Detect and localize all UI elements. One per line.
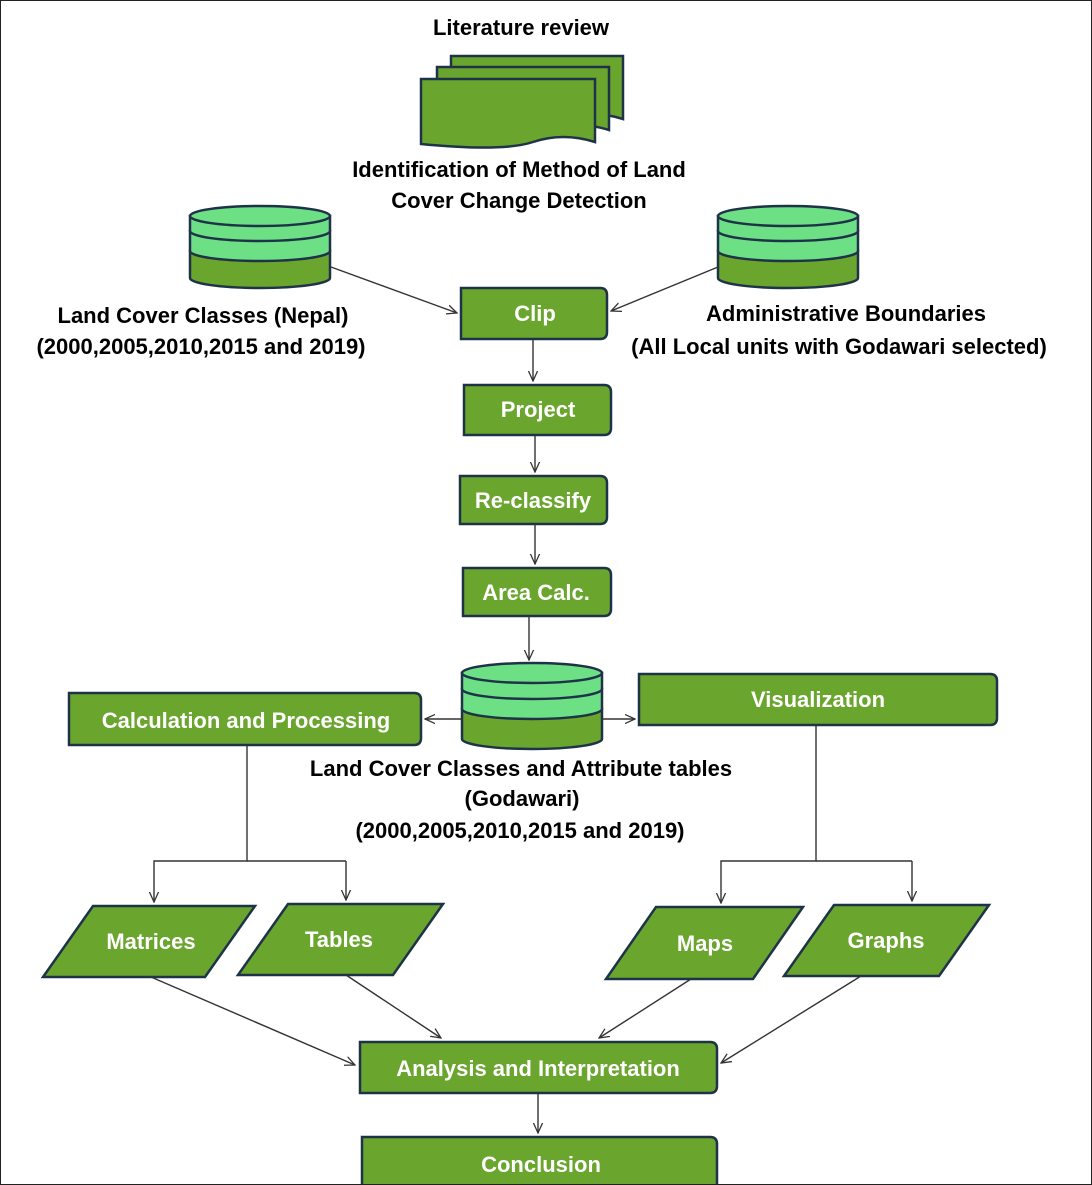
conclusion-node: Conclusion — [360, 1135, 719, 1184]
landcover-nepal-label-line2: (2000,2005,2010,2015 and 2019) — [36, 334, 365, 359]
graphs-label: Graphs — [847, 928, 924, 953]
conclusion-label: Conclusion — [481, 1152, 601, 1177]
calculation-processing-node: Calculation and Processing — [67, 691, 423, 747]
edge-calculation-to-matrices — [154, 745, 248, 902]
visualization-node: Visualization — [637, 672, 999, 727]
godawari-label-line3: (2000,2005,2010,2015 and 2019) — [355, 818, 684, 843]
clip-label: Clip — [514, 301, 556, 326]
reclassify-label: Re-classify — [475, 488, 592, 513]
edge-graphs-to-analysis — [721, 975, 862, 1063]
project-label: Project — [501, 397, 576, 422]
connectors — [150, 266, 912, 1133]
tables-node: Tables — [235, 902, 446, 977]
matrices-node: Matrices — [40, 904, 258, 979]
godawari-label-line2: (Godawari) — [465, 786, 580, 811]
visualization-label: Visualization — [751, 687, 885, 712]
edge-matrices-to-analysis — [150, 976, 355, 1065]
edge-visualization-to-maps — [721, 725, 817, 903]
identification-label-line1: Identification of Method of Land — [352, 157, 686, 182]
analysis-interpretation-label: Analysis and Interpretation — [396, 1056, 680, 1081]
clip-node: Clip — [459, 286, 609, 341]
edge-admin-to-clip — [611, 266, 719, 311]
graphs-node: Graphs — [781, 903, 992, 978]
reclassify-node: Re-classify — [458, 474, 609, 526]
maps-node: Maps — [603, 905, 806, 981]
godawari-label-line1: Land Cover Classes and Attribute tables — [310, 756, 732, 781]
analysis-interpretation-node: Analysis and Interpretation — [358, 1040, 719, 1095]
admin-boundaries-database-icon — [716, 204, 860, 290]
matrices-label: Matrices — [106, 929, 195, 954]
calculation-processing-label: Calculation and Processing — [102, 708, 391, 733]
maps-label: Maps — [677, 931, 733, 956]
area-calc-label: Area Calc. — [482, 580, 590, 605]
literature-documents-icon — [419, 54, 625, 149]
edge-nepal-to-clip — [330, 266, 457, 313]
edge-maps-to-analysis — [599, 978, 692, 1038]
admin-boundaries-label-line1: Administrative Boundaries — [706, 301, 986, 326]
area-calc-node: Area Calc. — [461, 566, 613, 618]
landcover-nepal-label-line1: Land Cover Classes (Nepal) — [58, 303, 349, 328]
project-node: Project — [462, 383, 613, 437]
tables-label: Tables — [305, 927, 373, 952]
literature-review-title: Literature review — [433, 15, 610, 40]
identification-label-line2: Cover Change Detection — [391, 188, 647, 213]
godawari-database-icon — [460, 661, 604, 751]
edge-tables-to-analysis — [345, 974, 441, 1038]
admin-boundaries-label-line2: (All Local units with Godawari selected) — [631, 334, 1047, 359]
landcover-nepal-database-icon — [188, 204, 332, 290]
